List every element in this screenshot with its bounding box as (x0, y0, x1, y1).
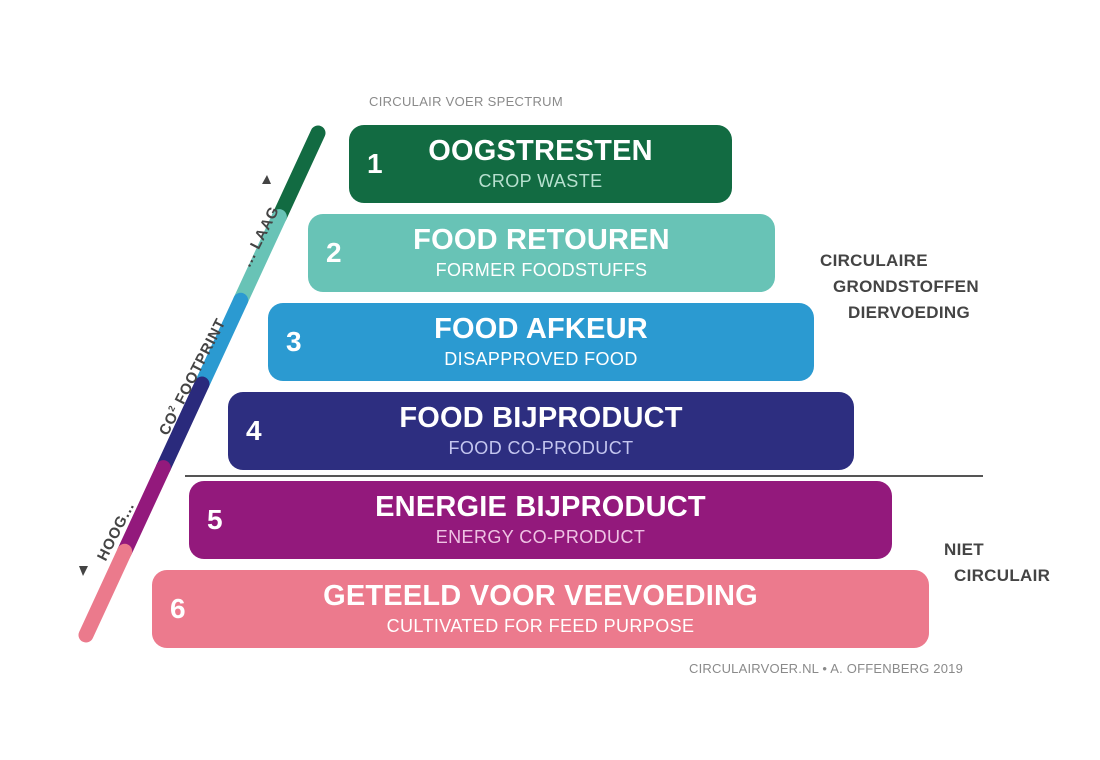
level-subtitle: DISAPPROVED FOOD (444, 349, 638, 369)
level-number: 5 (207, 504, 223, 535)
level-title: OOGSTRESTEN (428, 135, 653, 167)
level-subtitle: CROP WASTE (478, 171, 603, 191)
circular-label-line: GRONDSTOFFEN (833, 277, 979, 296)
level-5: 5 ENERGIE BIJPRODUCT ENERGY CO-PRODUCT (189, 481, 892, 559)
arrow-down-icon (79, 566, 88, 576)
axis-segment (194, 292, 249, 392)
level-number: 4 (246, 415, 262, 446)
level-subtitle: FOOD CO-PRODUCT (448, 438, 634, 458)
level-2: 2 FOOD RETOUREN FORMER FOODSTUFFS (308, 214, 775, 292)
diagram-title: CIRCULAIR VOER SPECTRUM (369, 94, 563, 109)
axis-segment (155, 376, 210, 476)
level-number: 1 (367, 148, 383, 179)
level-subtitle: ENERGY CO-PRODUCT (435, 527, 646, 547)
level-title: GETEELD VOOR VEEVOEDING (323, 580, 758, 612)
arrow-up-icon (262, 175, 271, 184)
circular-label-line: DIERVOEDING (848, 303, 971, 322)
level-number: 2 (326, 237, 342, 268)
noncircular-label-line: CIRCULAIR (954, 566, 1051, 585)
circular-label-line: CIRCULAIRE (820, 251, 928, 270)
level-6: 6 GETEELD VOOR VEEVOEDING CULTIVATED FOR… (152, 570, 929, 648)
level-title: FOOD BIJPRODUCT (399, 402, 683, 434)
noncircular-label: NIET CIRCULAIR (944, 537, 1064, 589)
axis-segment (78, 543, 133, 643)
axis-segment (233, 209, 287, 308)
level-number: 6 (170, 593, 186, 624)
level-3: 3 FOOD AFKEUR DISAPPROVED FOOD (268, 303, 814, 381)
level-subtitle: FORMER FOODSTUFFS (435, 260, 648, 280)
level-title: ENERGIE BIJPRODUCT (375, 491, 706, 523)
level-4: 4 FOOD BIJPRODUCT FOOD CO-PRODUCT (228, 392, 854, 470)
circular-label: CIRCULAIRE GRONDSTOFFEN DIERVOEDING (820, 248, 980, 326)
level-title: FOOD AFKEUR (434, 313, 648, 345)
noncircular-label-line: NIET (944, 540, 984, 559)
level-subtitle: CULTIVATED FOR FEED PURPOSE (386, 616, 695, 636)
axis-segment (271, 125, 326, 225)
credit-line: CIRCULAIRVOER.NL • A. OFFENBERG 2019 (689, 661, 963, 676)
circularity-divider (185, 475, 983, 477)
level-1: 1 OOGSTRESTEN CROP WASTE (349, 125, 732, 203)
level-title: FOOD RETOUREN (413, 224, 670, 256)
axis-segment (117, 460, 171, 559)
level-number: 3 (286, 326, 302, 357)
